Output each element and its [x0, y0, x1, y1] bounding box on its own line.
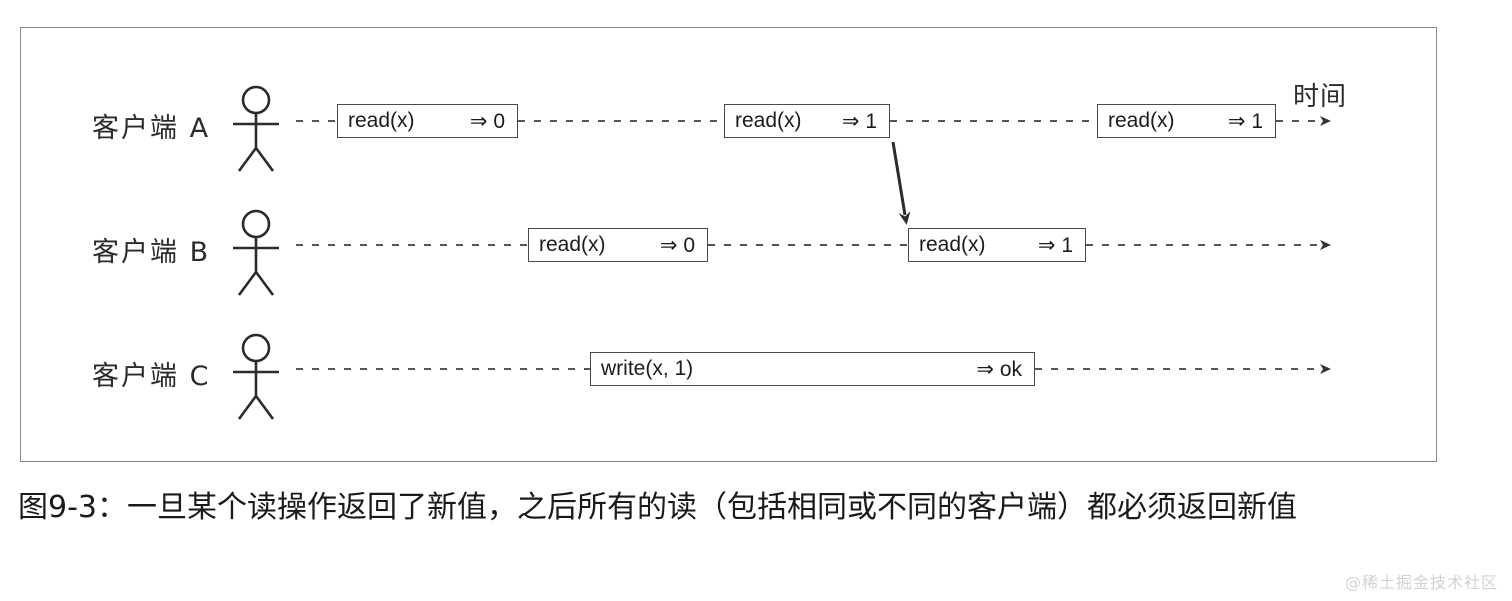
operation-result: ⇒ 0	[469, 109, 505, 133]
actor-icon-client-a	[233, 85, 279, 172]
operation-result: ⇒ 0	[659, 233, 695, 257]
operation-result: ⇒ 1	[1037, 233, 1073, 257]
time-axis-label: 时间	[1293, 82, 1348, 112]
diagram-canvas	[233, 85, 1331, 420]
causal-arrow-line	[891, 141, 911, 225]
operation-box-a-3[interactable]: read(x) ⇒ 1	[1097, 104, 1276, 138]
operation-name: read(x)	[539, 233, 606, 256]
operation-box-a-1[interactable]: read(x) ⇒ 0	[337, 104, 518, 138]
operation-box-c-1[interactable]: write(x, 1) ⇒ ok	[590, 352, 1035, 386]
operation-name: read(x)	[735, 109, 802, 132]
row-label-client-c: 客户端 C	[92, 361, 211, 392]
operation-name: read(x)	[1108, 109, 1175, 132]
operation-result: ⇒ 1	[841, 109, 877, 133]
figure-caption: 图9-3：一旦某个读操作返回了新值，之后所有的读（包括相同或不同的客户端）都必须…	[18, 490, 1297, 525]
operation-name: read(x)	[919, 233, 986, 256]
operation-box-b-1[interactable]: read(x) ⇒ 0	[528, 228, 708, 262]
operation-result: ⇒ ok	[976, 357, 1022, 381]
actor-icon-client-c	[233, 333, 279, 420]
operation-result: ⇒ 1	[1227, 109, 1263, 133]
row-label-client-a: 客户端 A	[92, 113, 211, 144]
operation-name: read(x)	[348, 109, 415, 132]
row-label-client-b: 客户端 B	[92, 237, 211, 268]
operation-box-a-2[interactable]: read(x) ⇒ 1	[724, 104, 890, 138]
actor-icon-client-b	[233, 209, 279, 296]
operation-name: write(x, 1)	[601, 357, 694, 380]
watermark: @稀土掘金技术社区	[1344, 573, 1498, 592]
operation-box-b-2[interactable]: read(x) ⇒ 1	[908, 228, 1086, 262]
